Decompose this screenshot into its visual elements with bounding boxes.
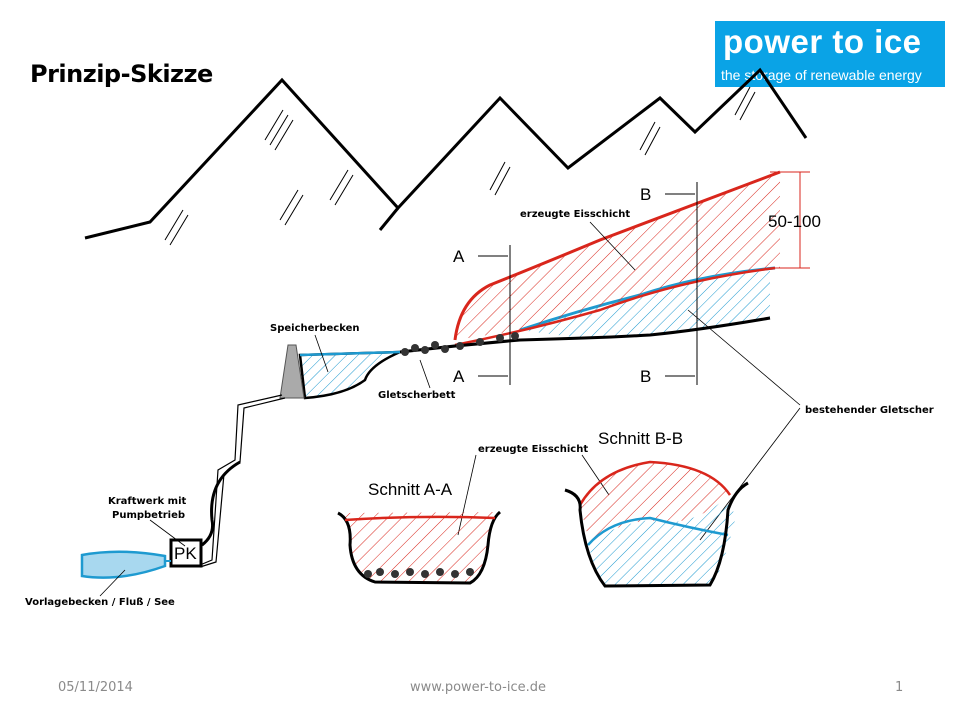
footer-date: 05/11/2014 xyxy=(58,680,133,695)
logo-tagline: the storage of renewable energy xyxy=(721,67,922,83)
label-kraftwerk-2: Pumpbetrieb xyxy=(112,510,185,521)
power-plant-box xyxy=(169,538,203,568)
section-aa-rocks xyxy=(364,568,474,578)
label-erzeugte-eisschicht-top: erzeugte Eisschicht xyxy=(520,209,630,220)
mountain-shading xyxy=(164,86,756,246)
dam xyxy=(279,344,305,399)
logo-name: power to ice xyxy=(723,23,922,60)
power-plant-label: PK xyxy=(174,544,197,563)
section-bb-glacier-surface xyxy=(587,516,729,546)
section-aa-ice-surface xyxy=(344,515,496,522)
lower-reservoir xyxy=(80,550,167,579)
section-a-bottom: A xyxy=(453,367,465,386)
section-bb-profile xyxy=(564,481,749,588)
section-b-bottom: B xyxy=(640,367,651,386)
section-bb-title: Schnitt B-B xyxy=(598,429,683,448)
section-aa-title: Schnitt A-A xyxy=(368,480,453,499)
thickness-label: 50-100 xyxy=(768,212,821,231)
section-bb-ice-surface xyxy=(578,460,732,506)
label-gletscherbett: Gletscherbett xyxy=(378,390,456,401)
slide-title: Prinzip-Skizze xyxy=(30,60,213,88)
label-bestehender-gletscher: bestehender Gletscher xyxy=(805,405,934,416)
power-to-ice-logo: power to ice the storage of renewable en… xyxy=(715,21,945,87)
penstock xyxy=(199,394,286,568)
label-erzeugte-eisschicht-bottom: erzeugte Eisschicht xyxy=(478,444,588,455)
existing-glacier xyxy=(520,268,770,338)
footer-page-number: 1 xyxy=(895,680,904,695)
glacier-bed-rocks xyxy=(401,332,519,356)
return-pipe xyxy=(201,460,241,547)
label-vorlagebecken: Vorlagebecken / Fluß / See xyxy=(25,597,175,608)
section-aa-profile xyxy=(337,510,502,585)
mountain-ridge-2 xyxy=(378,207,400,231)
section-b-top: B xyxy=(640,185,651,204)
mountain-range xyxy=(84,67,808,240)
ice-layer-surface xyxy=(453,170,781,341)
label-speicherbecken: Speicherbecken xyxy=(270,323,359,334)
section-bb-glacier xyxy=(590,495,735,586)
generated-ice-layer xyxy=(455,172,780,340)
section-a-top: A xyxy=(453,247,465,266)
footer-url[interactable]: www.power-to-ice.de xyxy=(410,680,546,695)
label-kraftwerk-1: Kraftwerk mit xyxy=(108,496,186,507)
ice-layer-base xyxy=(454,266,776,347)
